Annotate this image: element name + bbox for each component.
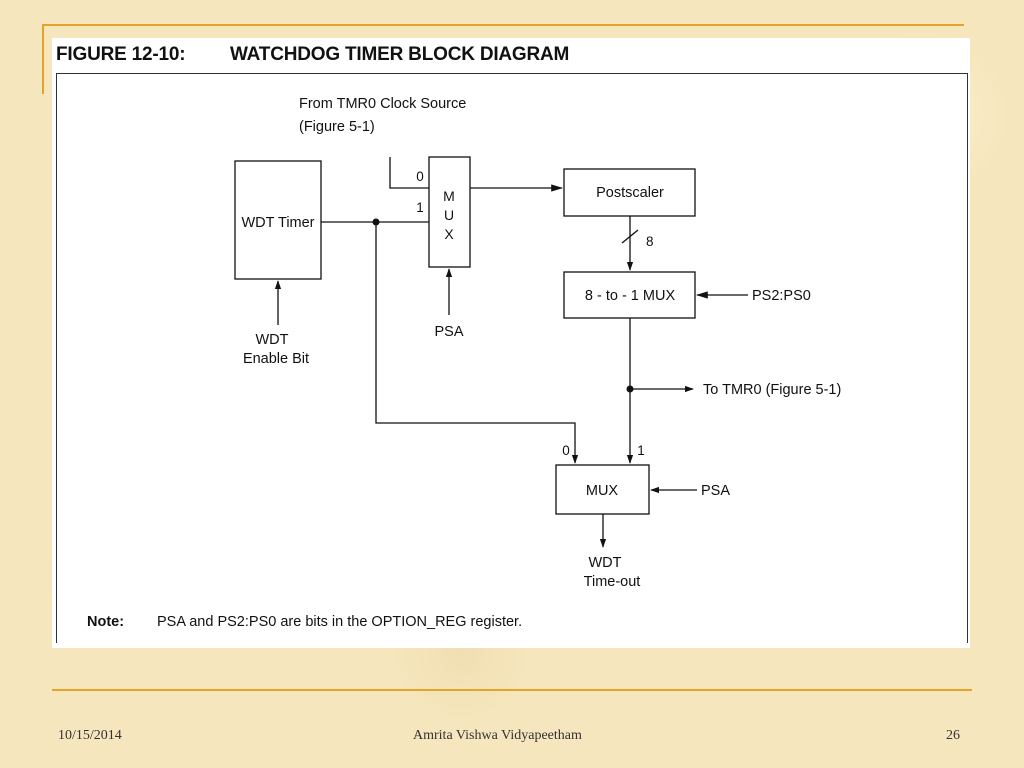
timeout-line2: Time-out xyxy=(584,574,641,590)
junction-dot-wdt xyxy=(372,218,380,226)
mux1-letter-x: X xyxy=(444,226,454,242)
mux2-input0-label: 0 xyxy=(562,443,570,458)
figure-frame xyxy=(56,73,968,643)
junction-dot-tmr0 xyxy=(626,385,634,393)
source-label-line1: From TMR0 Clock Source xyxy=(299,96,466,112)
mux1-block xyxy=(428,156,471,268)
mux1-letter-m: M xyxy=(443,188,455,204)
bus-width-slash xyxy=(621,229,639,244)
note-text: PSA and PS2:PS0 are bits in the OPTION_R… xyxy=(157,614,522,630)
top-accent-rule xyxy=(42,24,964,26)
mux8-label: 8 - to - 1 MUX xyxy=(585,288,676,304)
mux2-input1-label: 1 xyxy=(637,443,645,458)
timeout-line1: WDT xyxy=(588,555,621,571)
ps-select-label: PS2:PS0 xyxy=(752,288,811,304)
mux2-label: MUX xyxy=(586,483,619,499)
footer-page-number: 26 xyxy=(946,728,960,743)
wdt-timer-label: WDT Timer xyxy=(241,215,314,231)
figure-panel xyxy=(52,38,970,648)
psa-label-mux2: PSA xyxy=(701,483,730,499)
source-label-line2: (Figure 5-1) xyxy=(299,119,375,135)
figure-number: FIGURE 12-10: xyxy=(56,44,186,65)
wdt-enable-line2: Enable Bit xyxy=(243,351,309,367)
postscaler-label: Postscaler xyxy=(596,185,664,201)
psa-label-mux1: PSA xyxy=(434,324,463,340)
mux1-input1-label: 1 xyxy=(416,200,424,215)
wdt-bypass-wire xyxy=(375,222,579,464)
wdt-timer-block xyxy=(234,160,322,280)
mux1-input0-label: 0 xyxy=(416,169,424,184)
tmr0-clock-wire xyxy=(389,157,429,189)
wdt-enable-line1: WDT xyxy=(255,332,288,348)
left-accent-rule xyxy=(42,24,44,94)
bottom-accent-rule xyxy=(52,689,972,691)
figure-title: WATCHDOG TIMER BLOCK DIAGRAM xyxy=(230,44,570,65)
footer-institution: Amrita Vishwa Vidyapeetham xyxy=(413,728,582,743)
to-tmr0-label: To TMR0 (Figure 5-1) xyxy=(703,382,841,398)
note-label: Note: xyxy=(87,614,124,630)
bus-width-label: 8 xyxy=(646,234,654,249)
mux1-letter-u: U xyxy=(444,207,454,223)
figure-heading: FIGURE 12-10: WATCHDOG TIMER BLOCK DIAGRA… xyxy=(56,44,569,66)
footer-date: 10/15/2014 xyxy=(58,728,122,743)
